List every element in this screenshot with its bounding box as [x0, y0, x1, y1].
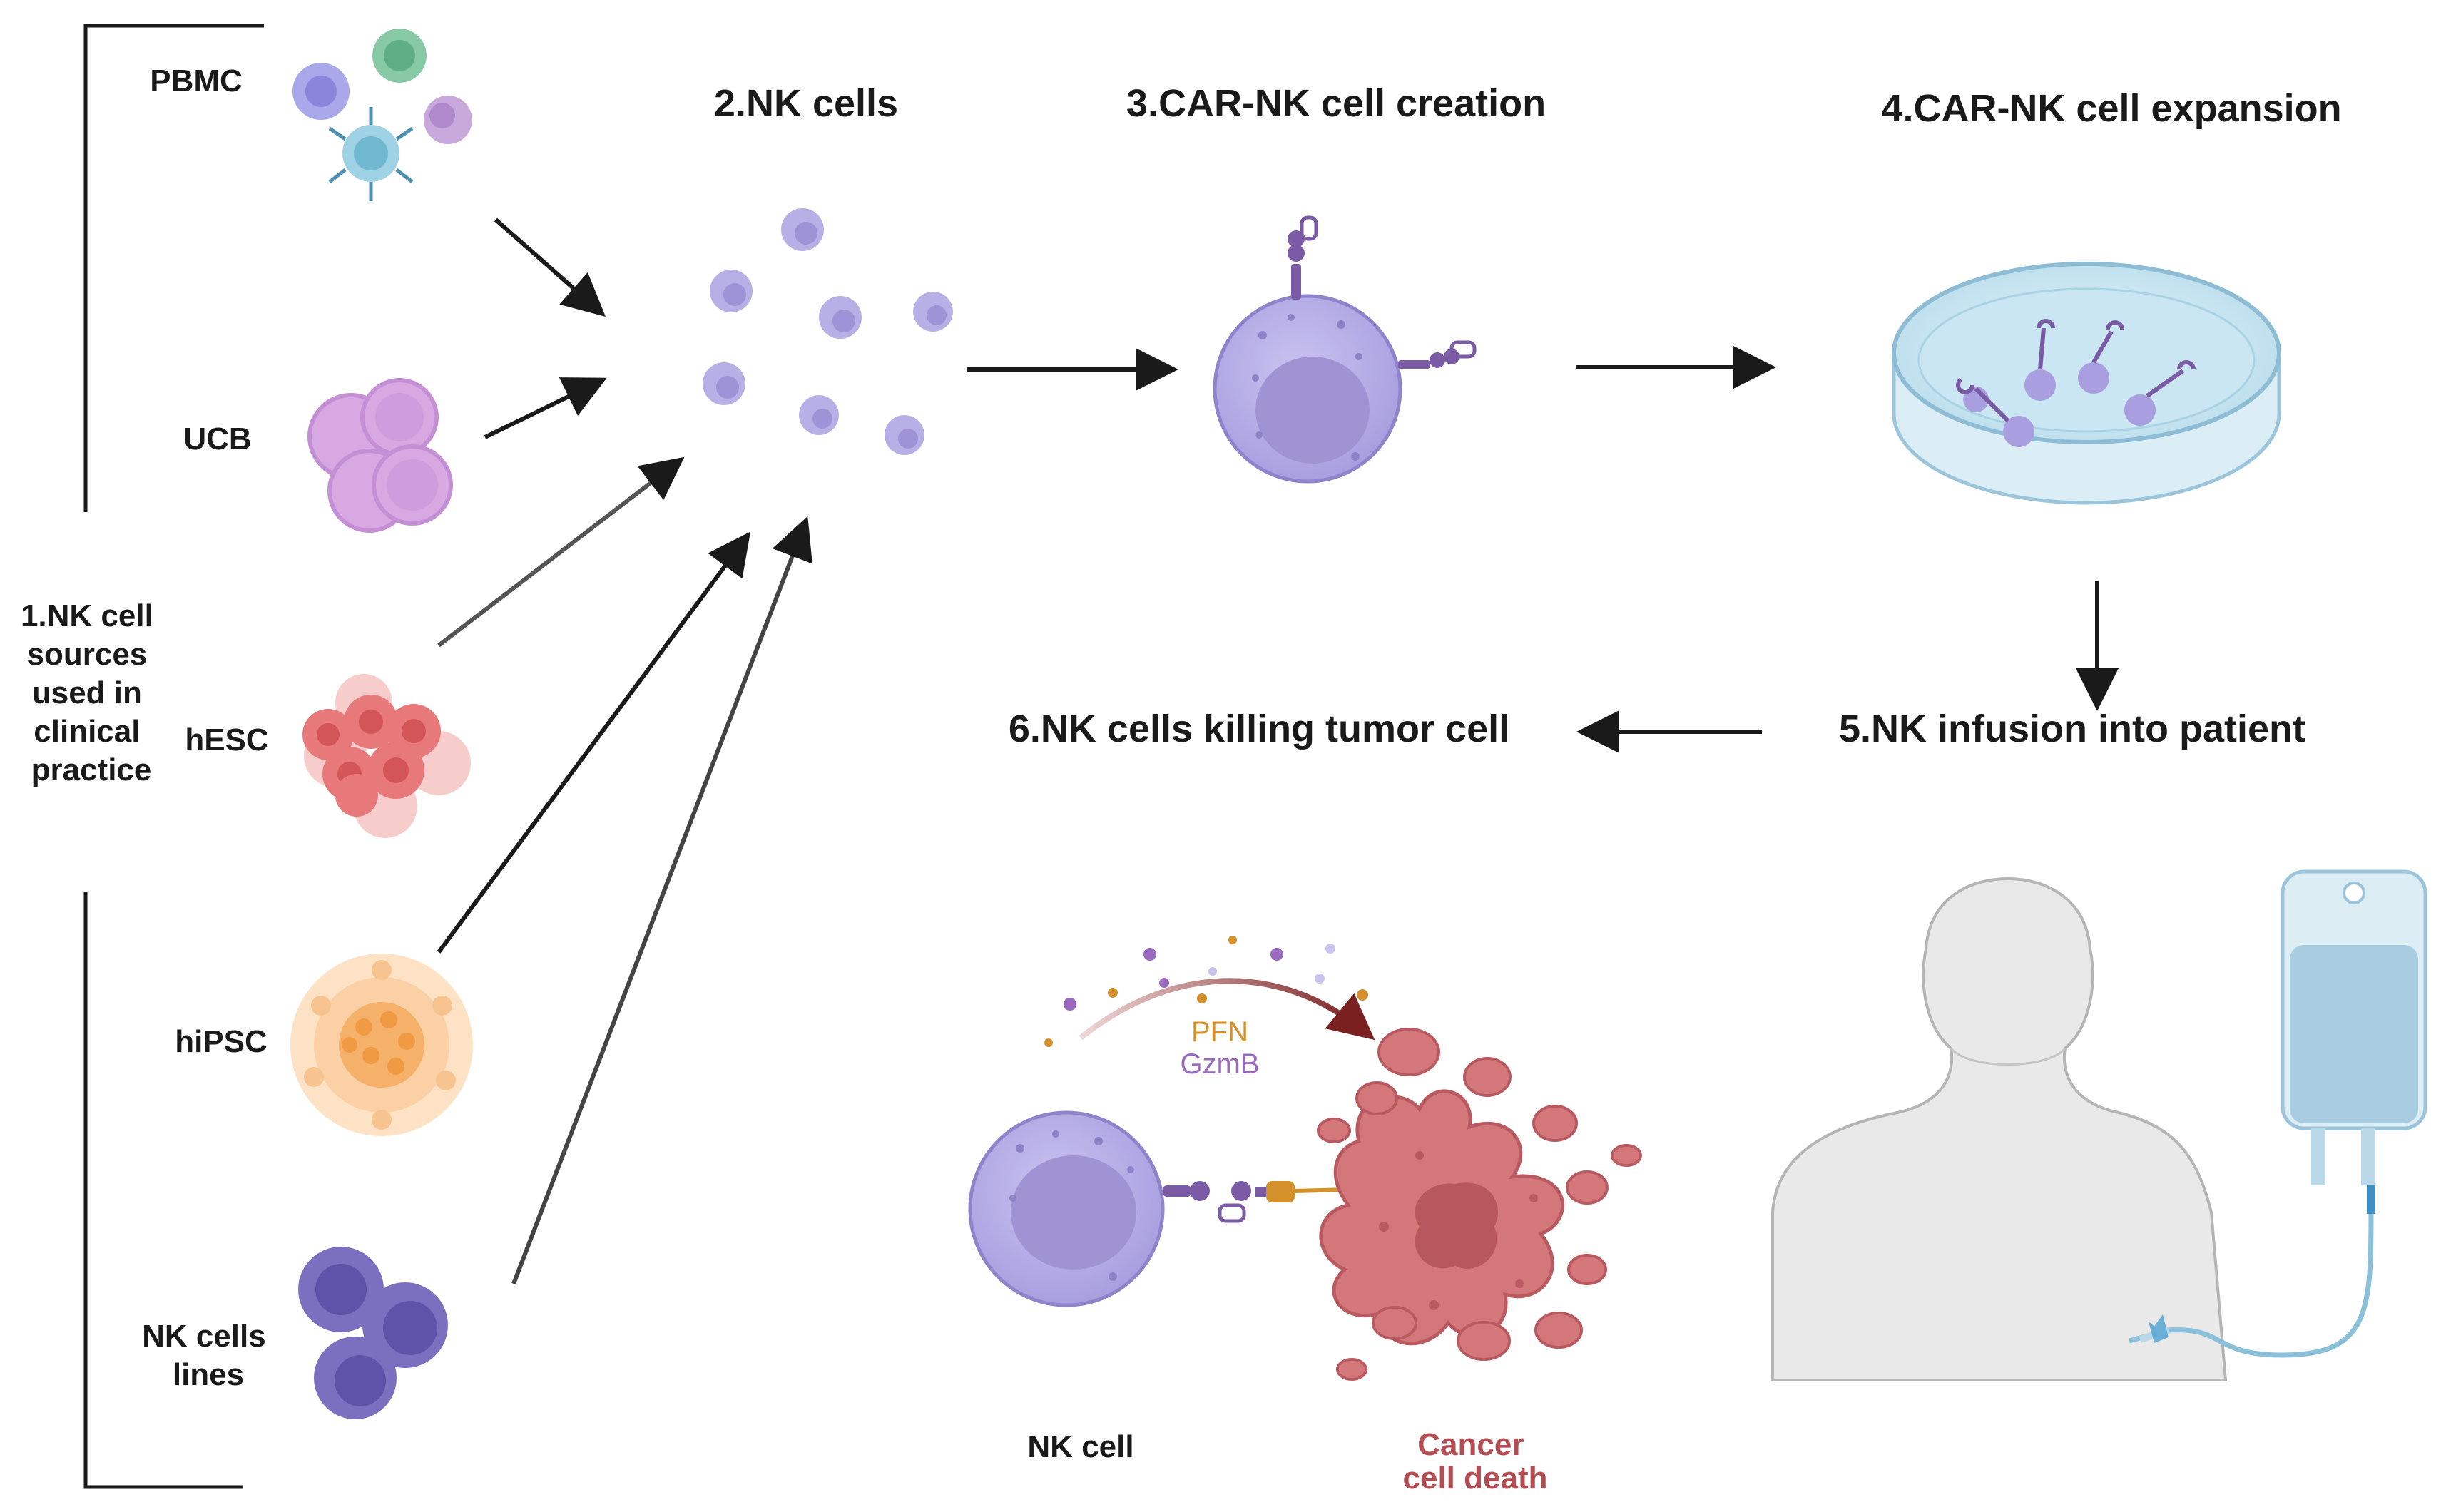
pbmc-cells-icon — [292, 29, 472, 201]
nk-cell-lines-icon — [298, 1247, 448, 1419]
petri-dish-icon — [1892, 262, 2281, 505]
patient-silhouette-icon — [1771, 877, 2228, 1381]
source-label-hesc: hESC — [185, 722, 268, 757]
hesc-cells-icon — [302, 674, 471, 838]
iv-bag-icon — [2129, 869, 2427, 1358]
cancer-cell-icon — [1317, 1028, 1642, 1381]
effector-nk-cell-icon — [968, 1110, 1165, 1307]
step6-label: 6.NK cells killing tumor cell — [1009, 708, 1509, 750]
nk-cell-label: NK cell — [1027, 1429, 1133, 1464]
step4-label: 4.CAR-NK cell expansion — [1881, 87, 2341, 130]
source-arrows — [437, 218, 812, 1285]
car-receptor-top-icon — [1288, 215, 1318, 300]
source-label-pbmc: PBMC — [150, 63, 243, 98]
step5-label: 5.NK infusion into patient — [1839, 708, 2305, 750]
secretion-arrow — [1079, 978, 1375, 1041]
step1-label: 1.NK cell sources used in clinical pract… — [21, 598, 162, 787]
car-receptor-right-icon — [1398, 340, 1477, 369]
ucb-cells-icon — [307, 378, 453, 533]
gzmb-label: GzmB — [1180, 1048, 1259, 1080]
source-label-ucb: UCB — [183, 422, 251, 456]
step3-label: 3.CAR-NK cell creation — [1126, 82, 1546, 125]
cancer-cell-death-label: Cancer cell death — [1403, 1427, 1548, 1496]
hipsc-colony-icon — [290, 954, 473, 1136]
pfn-label: PFN — [1191, 1016, 1248, 1048]
source-bracket — [83, 24, 264, 1489]
nk-cells-cluster-icon — [703, 208, 953, 455]
step2-label: 2.NK cells — [714, 82, 898, 125]
car-nk-cell-icon — [1213, 215, 1477, 484]
source-label-hipsc: hiPSC — [175, 1024, 267, 1059]
source-label-nk-lines: NK cells lines — [142, 1319, 275, 1392]
car-synapse-icon — [1163, 1181, 1349, 1223]
